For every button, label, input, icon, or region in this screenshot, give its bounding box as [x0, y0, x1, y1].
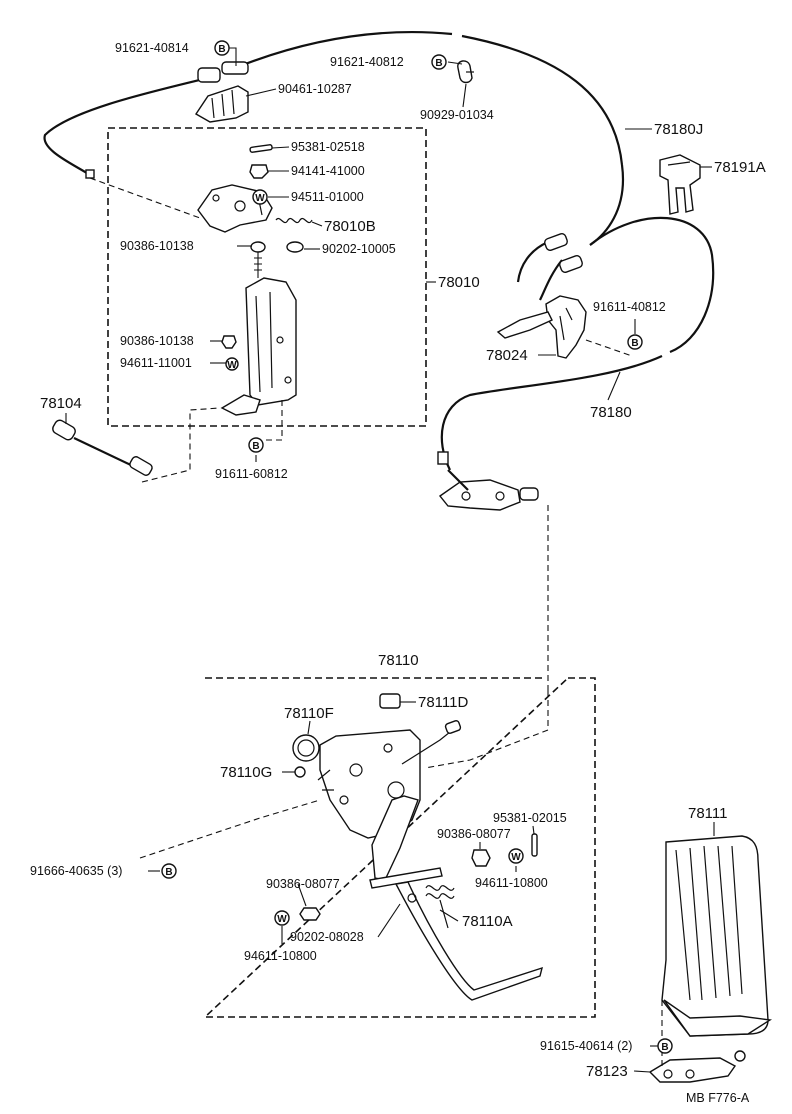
diagram-code: MB F776-A	[686, 1091, 750, 1105]
label-78111: 78111	[688, 805, 728, 822]
label-91621-40814: 91621-40814	[115, 41, 189, 55]
part-labels: 91621-40814 90461-10287 91621-40812 9092…	[30, 41, 766, 1105]
label-95381-02015: 95381-02015	[493, 811, 567, 825]
label-91621-40812: 91621-40812	[330, 55, 404, 69]
pedal-assembly-78110: W W	[139, 677, 596, 1018]
label-91615-40614: 91615-40614 (2)	[540, 1039, 632, 1053]
label-91666-40635: 91666-40635 (3)	[30, 864, 122, 878]
label-94141-41000: 94141-41000	[291, 164, 365, 178]
label-78104: 78104	[40, 395, 82, 412]
throttle-cable-lower	[437, 216, 715, 471]
label-90386-10138-upper: 90386-10138	[120, 239, 194, 253]
label-90386-10138-lower: 90386-10138	[120, 334, 194, 348]
label-78110: 78110	[378, 652, 419, 669]
svg-text:W: W	[277, 914, 287, 925]
throttle-link-78024	[496, 295, 633, 359]
label-94611-10800-right: 94611-10800	[475, 876, 548, 890]
clip-90929	[457, 60, 474, 84]
svg-text:B: B	[435, 58, 442, 69]
svg-text:B: B	[631, 338, 638, 349]
b-badge-91621-40814: B	[214, 40, 230, 56]
label-91611-60812: 91611-60812	[215, 467, 288, 481]
label-78180J: 78180J	[654, 121, 703, 138]
label-90202-10005: 90202-10005	[322, 242, 396, 256]
link-assembly-78010: W	[89, 127, 427, 483]
b-badge-91666: B	[161, 863, 177, 879]
label-90386-08077-left: 90386-08077	[266, 877, 340, 891]
label-78024: 78024	[486, 347, 528, 364]
svg-text:W: W	[511, 852, 521, 863]
label-91611-40812: 91611-40812	[593, 300, 666, 314]
label-78010B: 78010B	[324, 218, 376, 235]
b-badge-91611-40812: B	[627, 334, 643, 350]
label-78110F: 78110F	[284, 705, 334, 722]
label-78180: 78180	[590, 404, 632, 421]
cable-clamp-90461	[195, 85, 249, 123]
label-78191A: 78191A	[714, 159, 766, 176]
cable-end-bracket	[438, 469, 549, 690]
label-94611-11001: 94611-11001	[120, 356, 192, 370]
svg-text:W: W	[227, 360, 237, 371]
pedal-pad-78111	[648, 835, 772, 1083]
svg-text:B: B	[218, 44, 225, 55]
label-94611-10800-left: 94611-10800	[244, 949, 317, 963]
label-78123: 78123	[586, 1063, 628, 1080]
label-90461-10287: 90461-10287	[278, 82, 352, 96]
svg-text:B: B	[252, 441, 259, 452]
cable-link-78104	[52, 419, 153, 476]
svg-text:W: W	[255, 193, 265, 204]
label-78010: 78010	[438, 274, 480, 291]
label-78110G: 78110G	[220, 764, 272, 781]
svg-text:B: B	[165, 867, 172, 878]
svg-text:B: B	[661, 1042, 668, 1053]
bracket-78191A	[659, 154, 701, 215]
leader-lines	[65, 47, 715, 1073]
label-95381-02518: 95381-02518	[291, 140, 365, 154]
label-90202-08028: 90202-08028	[290, 930, 364, 944]
label-78110A: 78110A	[462, 913, 513, 930]
b-badge-91621-40812: B	[431, 54, 447, 70]
label-90386-08077-right: 90386-08077	[437, 827, 511, 841]
accelerator-cable-upper	[43, 30, 625, 246]
label-78111D: 78111D	[418, 694, 468, 711]
b-badge-91611-60812: B	[248, 437, 264, 453]
w-badge-94511: W	[252, 189, 268, 205]
label-90929-01034: 90929-01034	[420, 108, 494, 122]
b-badge-91615: B	[657, 1038, 673, 1054]
label-94511-01000: 94511-01000	[291, 190, 364, 204]
